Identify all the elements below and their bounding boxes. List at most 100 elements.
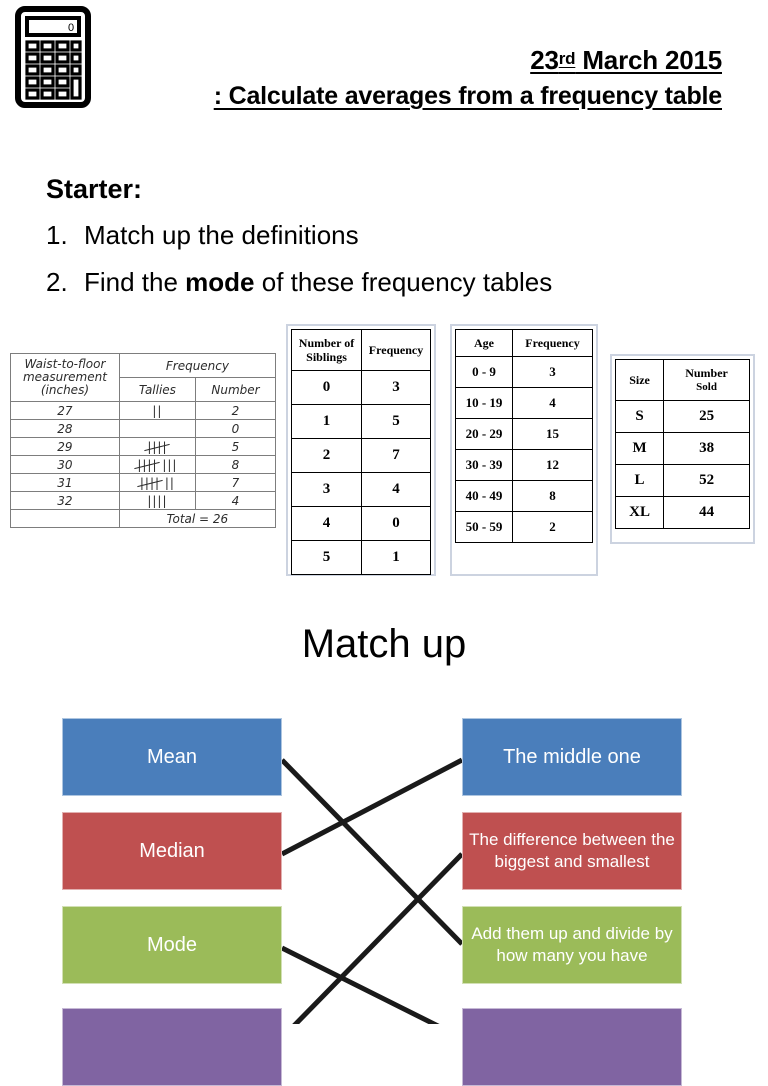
age-frequency: 12 xyxy=(512,449,593,481)
matchup-left-mode[interactable]: Mode xyxy=(62,906,282,984)
siblings-frequency: 3 xyxy=(361,370,431,405)
starter-item-2: 2. Find the mode of these frequency tabl… xyxy=(46,259,736,306)
siblings-value: 5 xyxy=(290,540,363,575)
age-header-category: Age xyxy=(454,329,514,357)
siblings-value: 4 xyxy=(290,506,363,541)
tally-number: 0 xyxy=(194,419,277,438)
age-range: 50 - 59 xyxy=(454,511,514,543)
size-sold: 52 xyxy=(663,464,750,497)
matchup-right-most-common[interactable] xyxy=(462,1008,682,1086)
age-frequency: 2 xyxy=(512,511,593,543)
matchup-right-label: The middle one xyxy=(503,746,641,768)
siblings-frequency: 0 xyxy=(361,506,431,541)
size-header-category: Size xyxy=(614,359,665,401)
calculator-icon: 0 xyxy=(15,6,91,108)
matchup-heading: Match up xyxy=(301,622,467,666)
age-range: 20 - 29 xyxy=(454,418,514,450)
starter-item-2-text: Find the mode of these frequency tables xyxy=(84,267,553,297)
matchup-right-add-divide[interactable]: Add them up and divide by how many you h… xyxy=(462,906,682,984)
age-range: 10 - 19 xyxy=(454,387,514,419)
matchup-right-label: The difference between the biggest and s… xyxy=(469,830,675,871)
age-range: 0 - 9 xyxy=(454,356,514,388)
tally-measure: 32 xyxy=(10,491,120,510)
age-frequency: 8 xyxy=(512,480,593,512)
date-day: 23 xyxy=(530,45,559,75)
title-block: 23rd March 2015 : Calculate averages fro… xyxy=(22,44,722,112)
connector-mean-to-green xyxy=(280,758,464,946)
waist-to-floor-tally-table: Waist-to-floor measurement (inches) Freq… xyxy=(10,353,277,528)
siblings-frequency: 5 xyxy=(361,404,431,439)
tally-header-measurement: Waist-to-floor measurement (inches) xyxy=(10,353,120,402)
age-range: 40 - 49 xyxy=(454,480,514,512)
age-frequency: 4 xyxy=(512,387,593,419)
matchup-left-median[interactable]: Median xyxy=(62,812,282,890)
tally-header-frequency: Frequency xyxy=(118,353,277,378)
tally-marks xyxy=(118,419,196,438)
starter-item-1-text: Match up the definitions xyxy=(84,220,359,250)
size-value: S xyxy=(614,400,665,433)
lesson-date: 23rd March 2015 xyxy=(22,44,722,75)
matchup-left-range[interactable] xyxy=(62,1008,282,1086)
connector-range-to-red xyxy=(292,852,464,1024)
connector-mode-to-purple xyxy=(280,945,440,1024)
matchup-right-label: Add them up and divide by how many you h… xyxy=(471,924,673,965)
tally-marks: |||| xyxy=(118,491,196,510)
tally-number: 8 xyxy=(194,455,277,474)
tally-marks: |||| ||| xyxy=(118,455,196,474)
table-row: 27||2 xyxy=(10,401,277,420)
table-row: 29|||| 5 xyxy=(10,437,277,456)
tally-total-row: Total = 26 xyxy=(10,509,277,528)
age-header-frequency: Frequency xyxy=(512,329,593,357)
starter-heading: Starter: xyxy=(46,174,143,204)
tally-marks: |||| || xyxy=(118,473,196,492)
tally-header-tallies: Tallies xyxy=(118,377,196,402)
size-value: XL xyxy=(614,496,665,529)
matchup-right-middle-one[interactable]: The middle one xyxy=(462,718,682,796)
siblings-frequency: 1 xyxy=(361,540,431,575)
tally-number: 2 xyxy=(194,401,277,420)
frequency-tables-row: Waist-to-floor measurement (inches) Freq… xyxy=(0,318,768,578)
siblings-header-frequency: Frequency xyxy=(361,329,431,371)
tally-marks: |||| xyxy=(118,437,196,456)
matchup-right-difference[interactable]: The difference between the biggest and s… xyxy=(462,812,682,890)
starter-item-2-number: 2. xyxy=(46,267,68,297)
starter-item-1-number: 1. xyxy=(46,220,68,250)
tally-total: Total = 26 xyxy=(118,509,277,528)
tally-measure: 28 xyxy=(10,419,120,438)
tally-number: 5 xyxy=(194,437,277,456)
table-row: 31|||| ||7 xyxy=(10,473,277,492)
tally-number: 7 xyxy=(194,473,277,492)
siblings-value: 0 xyxy=(290,370,363,405)
starter-block: Starter: 1. Match up the definitions 2. … xyxy=(46,172,736,306)
siblings-value: 2 xyxy=(290,438,363,473)
calculator-display-value: 0 xyxy=(68,22,74,34)
tally-number: 4 xyxy=(194,491,277,510)
tally-measure: 29 xyxy=(10,437,120,456)
tally-measure: 30 xyxy=(10,455,120,474)
table-row: 30|||| |||8 xyxy=(10,455,277,474)
matchup-area: Mean Median Mode The middle one The diff… xyxy=(0,718,768,1086)
matchup-left-mean[interactable]: Mean xyxy=(62,718,282,796)
date-ordinal-suffix: rd xyxy=(558,49,576,68)
table-row: 28 0 xyxy=(10,419,277,438)
size-sold: 38 xyxy=(663,432,750,465)
starter-item-1: 1. Match up the definitions xyxy=(46,212,736,259)
lesson-objective: : Calculate averages from a frequency ta… xyxy=(213,82,722,110)
size-sold: 25 xyxy=(663,400,750,433)
